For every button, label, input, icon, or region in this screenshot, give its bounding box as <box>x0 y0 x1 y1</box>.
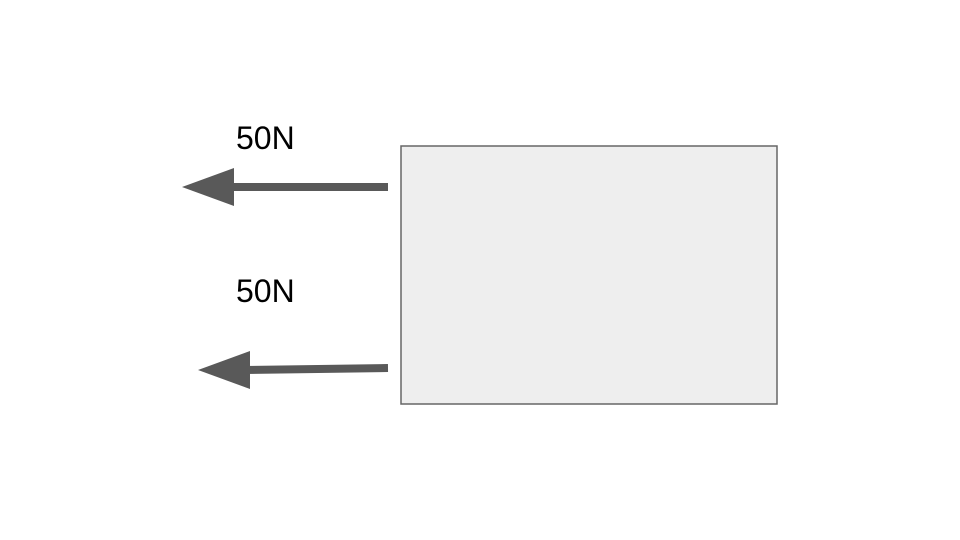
block <box>400 145 778 405</box>
force-label-top: 50N <box>236 120 295 156</box>
force-arrow-bottom-head <box>198 351 250 389</box>
force-arrow-top <box>182 168 388 206</box>
force-label-bottom: 50N <box>236 273 295 309</box>
force-arrow-bottom <box>198 351 389 389</box>
force-arrow-bottom-shaft <box>243 364 389 374</box>
force-arrow-top-head <box>182 168 234 206</box>
